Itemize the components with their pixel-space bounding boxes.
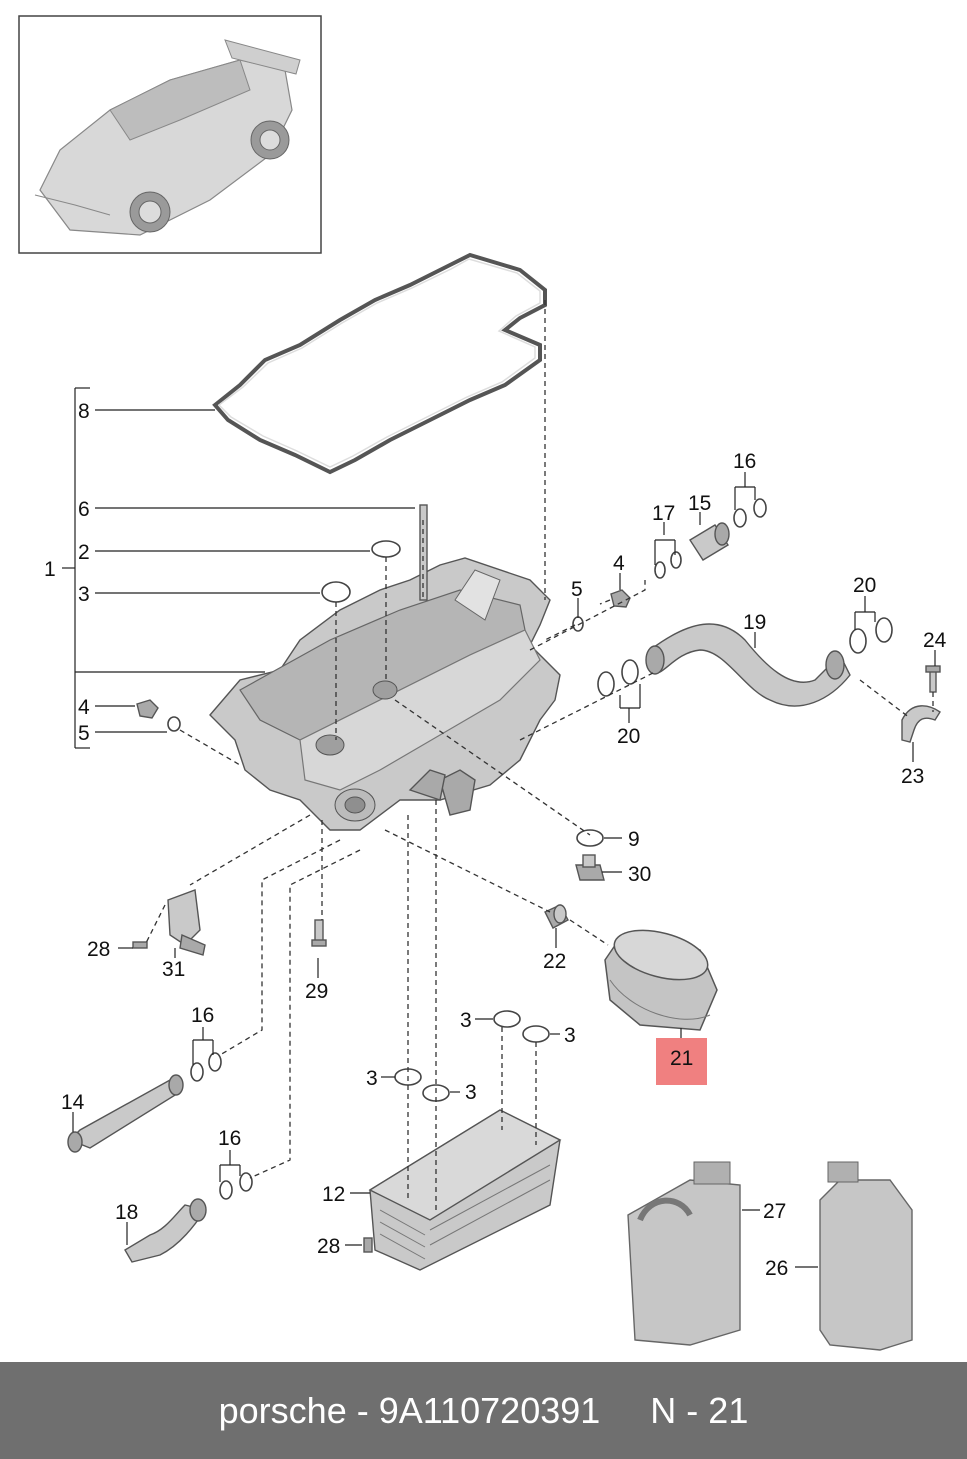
part-footer-bar: porsche - 9A110720391 N - 21	[0, 1362, 967, 1459]
callout-18: 18	[115, 1201, 138, 1224]
callout-3: 3	[366, 1067, 378, 1090]
part-31-sensor	[167, 889, 206, 956]
callout-16: 16	[191, 1004, 214, 1027]
callout-12: 12	[322, 1183, 345, 1206]
part-26-oil-bottle	[819, 1161, 913, 1351]
part-19-hose	[645, 623, 851, 707]
leader-lines	[62, 387, 936, 1268]
callout-28: 28	[317, 1235, 340, 1258]
callout-5: 5	[571, 578, 583, 601]
callout-5: 5	[78, 722, 90, 745]
callout-3: 3	[564, 1024, 576, 1047]
part-15-sleeve	[689, 522, 730, 561]
part-16-orings-mid	[190, 1052, 222, 1082]
callout-labels: 1 8 6 2 3 4 5 5 4 17 15 16 19 20 24 20 2…	[44, 400, 947, 1280]
callout-3: 3	[460, 1009, 472, 1032]
callout-27: 27	[763, 1200, 786, 1223]
callout-20: 20	[853, 574, 876, 597]
callout-16: 16	[218, 1127, 241, 1150]
part-3-oring-top	[321, 581, 351, 603]
part-16-orings-bottom	[219, 1172, 253, 1200]
exploded-parts-diagram: 1 8 6 2 3 4 5 5 4 17 15 16 19 20 24 20 2…	[18, 15, 947, 1351]
part-4-plug-right	[610, 589, 631, 608]
callout-26: 26	[765, 1257, 788, 1280]
callout-20: 20	[617, 725, 640, 748]
callout-4: 4	[613, 552, 625, 575]
callout-6: 6	[78, 498, 90, 521]
part-12-oil-cooler	[368, 1109, 562, 1271]
callout-19: 19	[743, 611, 766, 634]
callout-2: 2	[78, 541, 90, 564]
part-28-bolt-bottom	[363, 1237, 373, 1253]
callout-29: 29	[305, 980, 328, 1003]
gasket-part-8	[212, 252, 547, 475]
part-27-oil-canister	[627, 1161, 741, 1346]
part-5-seal-right	[572, 616, 584, 632]
callout-15: 15	[688, 492, 711, 515]
callout-1: 1	[44, 558, 56, 581]
callout-23: 23	[901, 765, 924, 788]
callout-9: 9	[628, 828, 640, 851]
callout-31: 31	[162, 958, 185, 981]
part-16-orings-top	[733, 498, 767, 528]
part-9-seal	[576, 829, 604, 847]
part-6-stud	[419, 504, 428, 601]
callout-24: 24	[923, 629, 947, 652]
callout-28: 28	[87, 938, 110, 961]
part-18-pipe	[124, 1198, 207, 1263]
reference-prefix: N -	[650, 1389, 709, 1431]
part-number: 9A110720391	[378, 1389, 601, 1431]
reference-number: 21	[708, 1389, 749, 1431]
callout-14: 14	[61, 1091, 85, 1114]
part-17-orings	[654, 551, 682, 579]
part-14-pipe	[67, 1074, 184, 1153]
callout-30: 30	[628, 863, 651, 886]
callout-3: 3	[465, 1081, 477, 1104]
part-21-oil-filter	[604, 929, 718, 1031]
brand-name: porsche	[218, 1389, 347, 1431]
part-28-bolt-top	[132, 941, 148, 949]
callout-4: 4	[78, 696, 90, 719]
callout-8: 8	[78, 400, 90, 423]
part-22-adapter	[544, 904, 569, 929]
part-29-bolt	[311, 919, 327, 947]
part-23-bracket	[901, 705, 941, 743]
highlight-box-21	[656, 1038, 707, 1085]
spacer	[600, 1390, 650, 1432]
assembly-lines	[144, 300, 934, 1210]
part-30-drain-plug	[575, 854, 605, 881]
callout-16: 16	[733, 450, 756, 473]
callout-22: 22	[543, 950, 566, 973]
callout-21: 21	[670, 1047, 693, 1070]
vehicle-thumbnail	[18, 15, 322, 254]
callout-3: 3	[78, 583, 90, 606]
part-2-oring	[371, 540, 401, 558]
part-24-bolt	[925, 665, 941, 693]
oil-pan-housing	[209, 557, 561, 831]
part-4-plug-left	[136, 699, 159, 719]
callout-17: 17	[652, 502, 675, 525]
part-5-seal-left	[167, 716, 181, 732]
part-20-orings-left	[597, 659, 639, 697]
separator: -	[346, 1389, 379, 1431]
part-20-orings-right	[849, 617, 893, 654]
